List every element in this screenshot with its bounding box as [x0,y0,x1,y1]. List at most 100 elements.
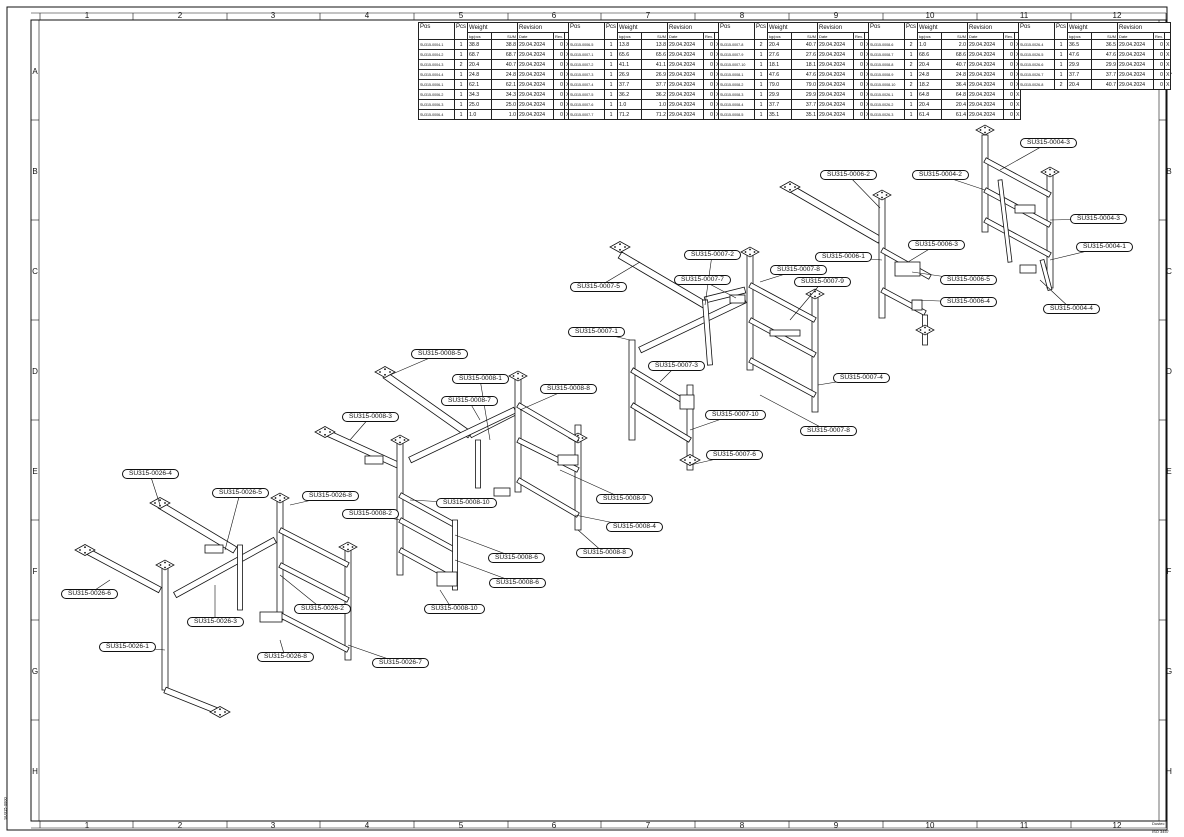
zone-col-label: 12 [1112,821,1122,830]
cell-rev: 0 [1003,69,1015,80]
bolt-hole [168,564,171,566]
cell-rev: 0 [1003,79,1015,90]
steel-tube [748,357,817,398]
bolt-hole [619,243,621,246]
cell-sum: 68.6 [941,49,969,60]
bracket [364,455,384,465]
part-callout: SU315-0026-7 [372,658,429,668]
cell-w: 64.8 [917,89,943,100]
bracket [259,611,283,623]
part-callout: SU315-0007-9 [794,277,851,287]
cell-pcs: 2 [903,79,919,90]
cell-w: 1.0 [467,109,493,120]
cell-x: X [1163,39,1172,50]
zone-row-label: C [1166,267,1172,276]
table-subheader: Date [967,32,1005,40]
part-callout: SU315-0008-10 [436,498,497,508]
cell-rev: 0 [703,69,715,80]
bolt-hole [984,126,986,129]
cell-pos: SU315-0026-2 [868,99,905,110]
table-subheader: kg/pcs [767,32,793,40]
cell-pcs: 2 [1053,79,1069,90]
cell-rev: 0 [1153,79,1165,90]
zone-row-label: D [1166,367,1172,376]
bolt-hole [749,253,751,256]
table-subheader: Date [517,32,555,40]
bracket [911,299,923,311]
cell-pos: SU315-0008-9 [868,69,905,80]
cell-pcs: 1 [903,69,919,80]
cell-w: 24.8 [917,69,943,80]
bracket [436,571,458,587]
cell-rev: 0 [553,99,565,110]
bolt-hole [881,191,883,194]
cell-rev: 0 [1003,39,1015,50]
cell-date: 29.04.2024 [967,59,1005,70]
bolt-hole [689,461,691,464]
base-plate [338,541,358,553]
bolt-hole [784,186,786,188]
part-callout: SU315-0008-7 [441,396,498,406]
cell-pcs: 1 [603,59,619,70]
part-callout: SU315-0004-3 [1020,138,1077,148]
bolt-hole [154,502,156,504]
table-header-pcs: Pcs [903,22,919,40]
cell-date: 29.04.2024 [517,89,555,100]
part-callout: SU315-0006-1 [815,252,872,262]
table-header-pcs: Pcs [1053,22,1069,40]
bolt-hole [521,375,524,377]
cell-sum: 41.1 [641,59,669,70]
table-header-weight: Weight [1067,22,1119,33]
part-callout: SU315-0008-1 [452,374,509,384]
cell-w: 20.4 [917,59,943,70]
bracket [557,454,579,466]
cell-pos: SU315-0004-4 [418,69,455,80]
cell-x: X [1163,59,1172,70]
bolt-hole [818,293,821,295]
table-subheader: Date [667,32,705,40]
table-subheader: Rev. [1003,32,1015,40]
cell-pcs: 1 [603,79,619,90]
cell-date: 29.04.2024 [967,49,1005,60]
cell-pos: SU315-0007-5 [568,89,605,100]
part-callout: SU315-0008-10 [424,604,485,614]
cell-w: 20.4 [1067,79,1093,90]
table-header-weight: Weight [617,22,669,33]
bolt-hole [274,497,277,499]
leader-line [759,394,829,432]
cell-w: 29.9 [1067,59,1093,70]
steel-tube [475,439,481,489]
cell-pcs: 1 [903,99,919,110]
cell-pos: SU315-0007-4 [568,79,605,90]
part-callout: SU315-0004-2 [912,170,969,180]
zone-col-label: 11 [1019,821,1029,830]
bolt-hole [614,246,616,248]
part-callout: SU315-0007-6 [706,450,763,460]
bolt-hole [684,459,686,461]
base-plate [314,426,336,438]
cell-pcs: 1 [753,49,769,60]
cell-w: 20.4 [917,99,943,110]
bolt-hole [389,371,391,373]
cell-rev: 0 [553,39,565,50]
table-header-pcs: Pcs [453,22,469,40]
table-header-weight: Weight [467,22,519,33]
bolt-hole [394,439,397,441]
bolt-hole [517,372,519,375]
cell-pcs: 1 [753,109,769,120]
bolt-hole [1053,171,1056,173]
steel-tube [748,317,817,358]
cell-w: 1.0 [917,39,943,50]
cell-sum: 24.8 [941,69,969,80]
cell-w: 41.1 [617,59,643,70]
